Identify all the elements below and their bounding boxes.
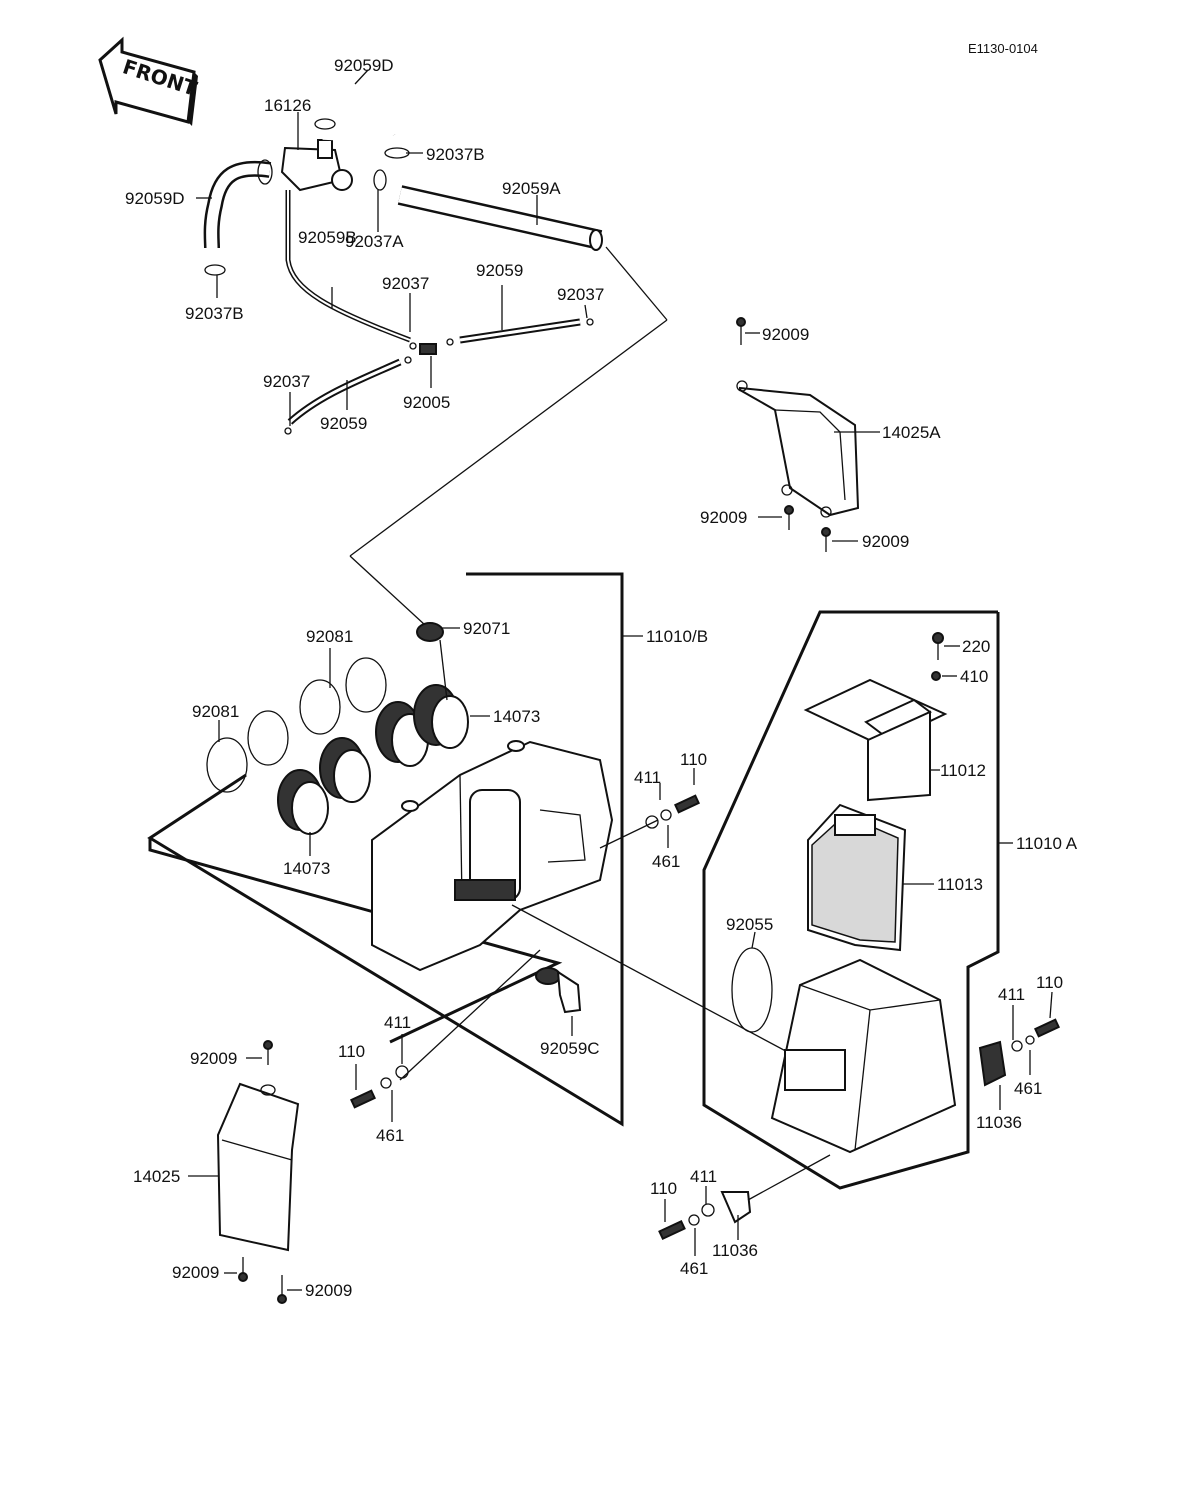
label-110-a: 110 bbox=[680, 750, 707, 769]
side-cover-14025A-icon bbox=[736, 380, 860, 518]
label-110-b: 110 bbox=[338, 1042, 365, 1061]
label-14025: 14025 bbox=[133, 1167, 180, 1186]
label-92059-low: 92059 bbox=[320, 414, 367, 433]
filter-cap-11012-icon bbox=[803, 678, 948, 802]
label-220: 220 bbox=[962, 637, 990, 656]
breather-valve-icon bbox=[280, 139, 353, 192]
hose-92059D-top-icon bbox=[322, 85, 400, 141]
label-92081-b: 92081 bbox=[192, 702, 239, 721]
label-461-b: 461 bbox=[376, 1126, 404, 1145]
label-411-b: 411 bbox=[384, 1013, 411, 1032]
label-461-r: 461 bbox=[1014, 1079, 1042, 1098]
bolt-110-icon-a bbox=[645, 794, 700, 829]
label-92071: 92071 bbox=[463, 619, 510, 638]
label-411-a: 411 bbox=[634, 768, 661, 787]
diagram-code: E1130-0104 bbox=[968, 41, 1038, 56]
label-411-c: 411 bbox=[690, 1167, 717, 1186]
bracket-11036-bottom-icon bbox=[658, 1154, 831, 1256]
label-14073-b: 14073 bbox=[283, 859, 330, 878]
bolt-110-icon-b bbox=[350, 1034, 409, 1122]
front-arrow-icon: FRONT bbox=[98, 36, 200, 126]
hose-92059-low-icon bbox=[284, 356, 412, 435]
label-92009-c: 92009 bbox=[862, 532, 909, 551]
hose-92059-mid-icon bbox=[459, 318, 594, 344]
label-92009-d: 92009 bbox=[190, 1049, 237, 1068]
hose-92059B-icon bbox=[285, 190, 411, 343]
label-92059D-left: 92059D bbox=[125, 189, 185, 208]
grommet-92071-icon bbox=[416, 622, 444, 642]
label-110-c: 110 bbox=[650, 1179, 677, 1198]
seal-92055-icon bbox=[731, 931, 773, 1033]
label-92055: 92055 bbox=[726, 915, 773, 934]
leader-lines-top bbox=[196, 69, 668, 626]
outline-11010A bbox=[702, 610, 1013, 1190]
tee-fitting-92005-icon bbox=[409, 338, 454, 355]
part-labels: 16126 92059D 92037B 92059D 92037A 92059A… bbox=[125, 56, 1078, 1300]
filter-case-icon bbox=[770, 958, 957, 1154]
label-410: 410 bbox=[960, 667, 988, 686]
label-92009-b: 92009 bbox=[700, 508, 747, 527]
bracket-11036-right-icon bbox=[978, 991, 1060, 1110]
label-110-r: 110 bbox=[1036, 973, 1063, 992]
label-92037-right: 92037 bbox=[557, 285, 604, 304]
label-11012: 11012 bbox=[940, 761, 986, 780]
label-92059A: 92059A bbox=[502, 179, 561, 198]
label-92037B-left: 92037B bbox=[185, 304, 244, 323]
label-411-r: 411 bbox=[998, 985, 1025, 1004]
elbow-hose-92059C-icon bbox=[535, 967, 582, 1036]
label-92059-mid: 92059 bbox=[476, 261, 523, 280]
hose-92059A-icon bbox=[397, 185, 603, 251]
label-16126: 16126 bbox=[264, 96, 311, 115]
clamp-92037B-left-icon bbox=[204, 159, 273, 276]
label-11010A: 11010 A bbox=[1016, 834, 1078, 853]
clamp-92037A-icon bbox=[373, 169, 387, 191]
label-92037-mid: 92037 bbox=[382, 274, 429, 293]
label-14073-a: 14073 bbox=[493, 707, 540, 726]
screw-220-icon bbox=[931, 632, 960, 681]
label-461-a: 461 bbox=[652, 852, 680, 871]
label-92009-f: 92009 bbox=[305, 1281, 352, 1300]
label-11036-c: 11036 bbox=[712, 1241, 758, 1260]
gaskets-92081-icon bbox=[206, 657, 387, 793]
outline-11010B bbox=[147, 572, 643, 1127]
label-92059C: 92059C bbox=[540, 1039, 600, 1058]
label-11036-r: 11036 bbox=[976, 1113, 1022, 1132]
label-92009-e: 92009 bbox=[172, 1263, 219, 1282]
label-92009-a: 92009 bbox=[762, 325, 809, 344]
label-14025A: 14025A bbox=[882, 423, 941, 442]
label-92037A: 92037A bbox=[345, 232, 404, 251]
label-461-c: 461 bbox=[680, 1259, 708, 1278]
label-11013: 11013 bbox=[937, 875, 983, 894]
label-92005: 92005 bbox=[403, 393, 450, 412]
label-92059B: 92059B bbox=[298, 228, 357, 247]
label-11010B: 11010/B bbox=[646, 627, 708, 646]
screw-92009-icons-b bbox=[188, 1040, 302, 1304]
hose-92059D-left-icon bbox=[203, 160, 272, 249]
screw-92009-icons-a bbox=[736, 317, 880, 552]
side-cover-14025-icon bbox=[216, 1082, 300, 1252]
air-box-body-icon bbox=[371, 740, 614, 972]
label-92059D-top: 92059D bbox=[334, 56, 394, 75]
filter-element-11013-icon bbox=[807, 803, 934, 952]
label-92037B-top: 92037B bbox=[426, 145, 485, 164]
label-92037-low: 92037 bbox=[263, 372, 310, 391]
label-92081-a: 92081 bbox=[306, 627, 353, 646]
